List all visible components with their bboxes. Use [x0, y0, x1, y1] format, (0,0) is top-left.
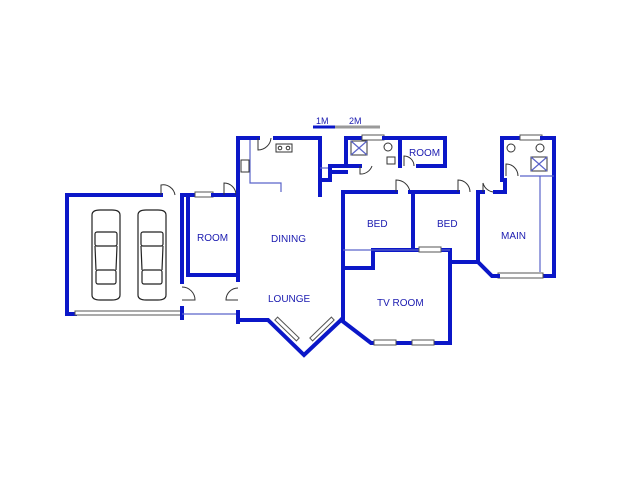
- room-label-dining: DINING: [271, 234, 306, 245]
- scale-label-2m: 2M: [349, 116, 362, 126]
- car-icon: [91, 209, 121, 301]
- room-label-lounge: LOUNGE: [268, 294, 311, 305]
- car-icon: [137, 209, 167, 301]
- room-labels: ROOM DINING LOUNGE BED BED ROOM MAIN TV …: [197, 148, 526, 309]
- room-left: [180, 182, 240, 315]
- room-label-bed-1: BED: [367, 219, 388, 230]
- room-label-tv-room: TV ROOM: [377, 298, 424, 309]
- scale-label-1m: 1M: [316, 116, 329, 126]
- room-label-main: MAIN: [501, 231, 526, 242]
- dining-lounge: [236, 136, 344, 358]
- room-label-room-left: ROOM: [197, 233, 228, 244]
- room-label-room-top: ROOM: [409, 148, 440, 159]
- garage: [65, 184, 184, 320]
- bedrooms-wing: [338, 134, 556, 346]
- bathrooms-hall: [328, 134, 447, 182]
- room-label-bed-2: BED: [437, 219, 458, 230]
- scale-bar: 1M 2M: [313, 116, 380, 129]
